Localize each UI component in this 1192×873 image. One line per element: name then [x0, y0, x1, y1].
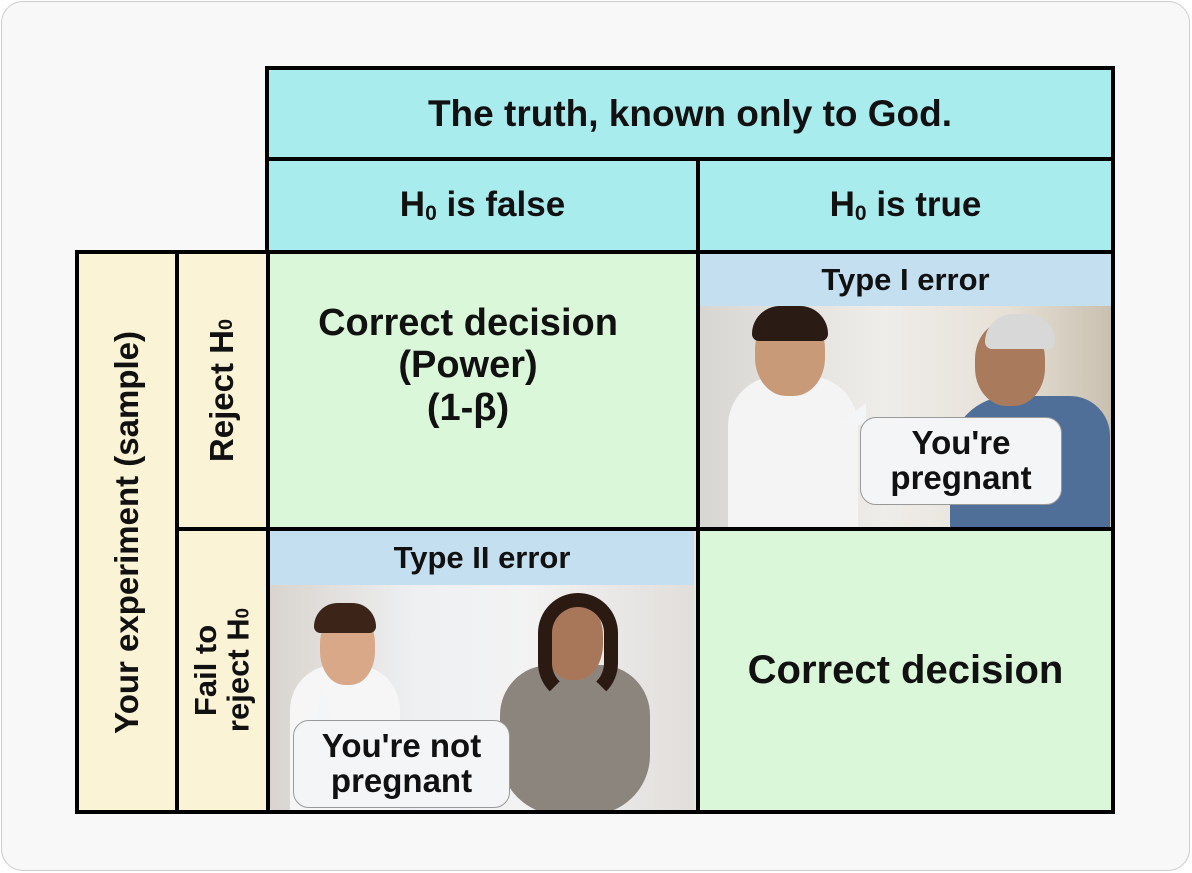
type2-title: Type II error [393, 540, 571, 575]
col-header-h0-false: H0 is false [265, 157, 700, 254]
row-label-reject: Reject H0 [175, 250, 270, 531]
row-label-text: Reject H0 [203, 318, 241, 463]
type1-banner: Type I error [700, 254, 1111, 306]
type1-bubble-tail [838, 403, 866, 425]
correct-decision-text: Correct decision [747, 648, 1064, 692]
power-text: Correct decision(Power)(1-β) [318, 301, 618, 429]
col-header-text: H0 is true [829, 184, 982, 226]
type2-banner: Type II error [270, 531, 694, 585]
type1-title: Type I error [821, 262, 990, 297]
experiment-label: Your experiment (sample) [75, 250, 179, 814]
truth-header-text: The truth, known only to God. [427, 92, 953, 134]
col-header-text: H0 is false [399, 184, 566, 226]
type2-bubble-tail [313, 688, 333, 721]
col-header-h0-true: H0 is true [696, 157, 1115, 254]
truth-header: The truth, known only to God. [265, 66, 1115, 161]
cell-correct-decision: Correct decision [696, 527, 1115, 814]
experiment-label-text: Your experiment (sample) [107, 330, 145, 734]
cell-power: Correct decision(Power)(1-β) [266, 250, 700, 531]
